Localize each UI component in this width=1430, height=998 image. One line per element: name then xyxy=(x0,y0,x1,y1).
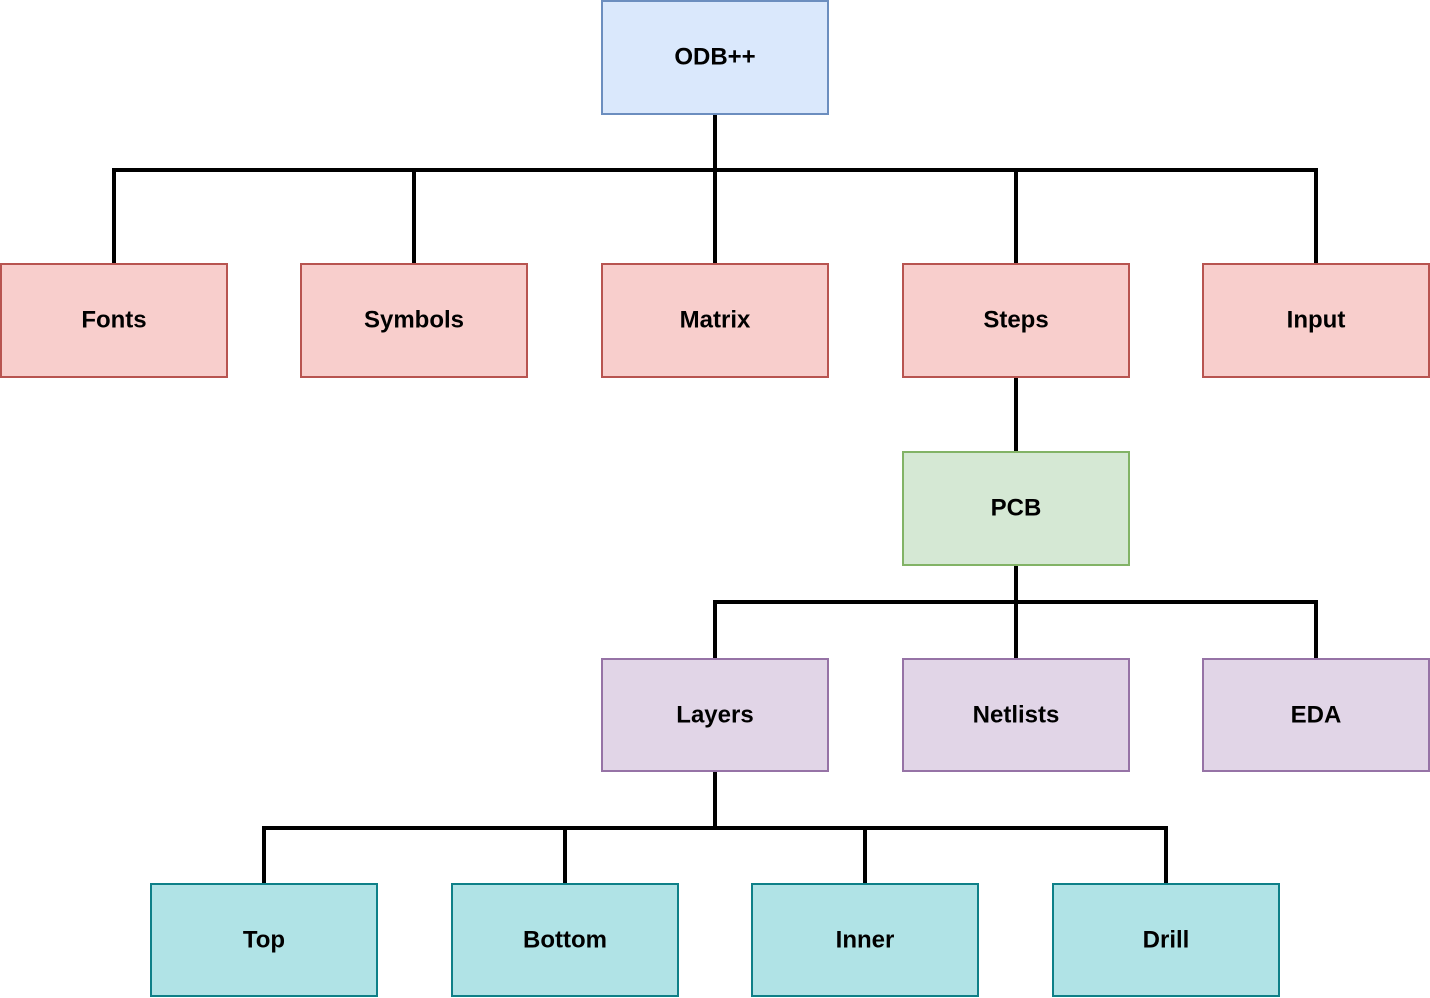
node-pcb: PCB xyxy=(902,451,1130,566)
node-layers-label: Layers xyxy=(676,701,753,728)
node-fonts-label: Fonts xyxy=(81,306,146,333)
node-inner-label: Inner xyxy=(836,926,895,953)
node-top: Top xyxy=(150,883,378,997)
node-drill: Drill xyxy=(1052,883,1280,997)
node-inner: Inner xyxy=(751,883,979,997)
node-eda-label: EDA xyxy=(1291,701,1342,728)
node-top-label: Top xyxy=(243,926,285,953)
node-layers: Layers xyxy=(601,658,829,772)
node-bottom: Bottom xyxy=(451,883,679,997)
node-symbols: Symbols xyxy=(300,263,528,378)
node-odb-label: ODB++ xyxy=(674,43,755,70)
connectors-layers xyxy=(262,769,1168,886)
node-eda: EDA xyxy=(1202,658,1430,772)
node-netlists: Netlists xyxy=(902,658,1130,772)
node-matrix-label: Matrix xyxy=(680,306,751,333)
node-fonts: Fonts xyxy=(0,263,228,378)
node-input: Input xyxy=(1202,263,1430,378)
connectors-pcb xyxy=(713,563,1318,661)
node-drill-label: Drill xyxy=(1143,926,1190,953)
node-steps: Steps xyxy=(902,263,1130,378)
node-steps-label: Steps xyxy=(983,306,1048,333)
node-symbols-label: Symbols xyxy=(364,306,464,333)
node-bottom-label: Bottom xyxy=(523,926,607,953)
node-pcb-label: PCB xyxy=(991,494,1042,521)
node-input-label: Input xyxy=(1287,306,1346,333)
node-netlists-label: Netlists xyxy=(973,701,1060,728)
connectors-odb xyxy=(112,112,1318,266)
node-matrix: Matrix xyxy=(601,263,829,378)
node-odb: ODB++ xyxy=(601,0,829,115)
